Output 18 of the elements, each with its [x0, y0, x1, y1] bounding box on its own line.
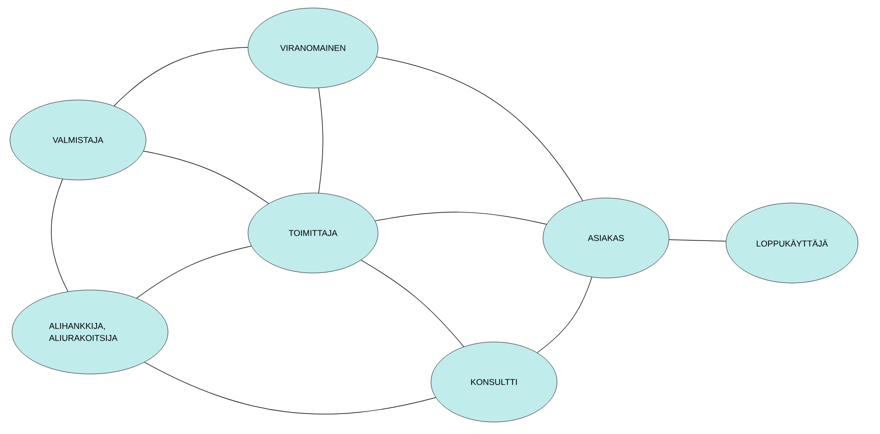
connector-line	[136, 246, 252, 298]
ellipse-node: TOIMITTAJA	[248, 192, 378, 274]
connector-line	[374, 212, 547, 225]
connector-line	[318, 88, 324, 194]
connector-line	[144, 362, 436, 414]
connector-line	[376, 56, 583, 201]
connector-line	[143, 150, 269, 204]
connector-line	[668, 239, 726, 242]
connector-line	[536, 276, 592, 353]
ellipse-node: ASIAKAS	[542, 198, 670, 278]
ellipse-node: LOPPUKÄYTTÄJÄ	[726, 202, 858, 284]
ellipse-node: KONSULTTI	[430, 342, 558, 422]
ellipse-node: VIRANOMAINEN	[248, 8, 378, 88]
connector-line	[114, 47, 248, 106]
connector-line	[360, 260, 464, 347]
connector-line	[51, 178, 68, 292]
ellipse-node: VALMISTAJA	[10, 100, 146, 180]
ellipse-node: ALIHANKKIJA, ALIURAKOITSIJA	[12, 290, 168, 374]
